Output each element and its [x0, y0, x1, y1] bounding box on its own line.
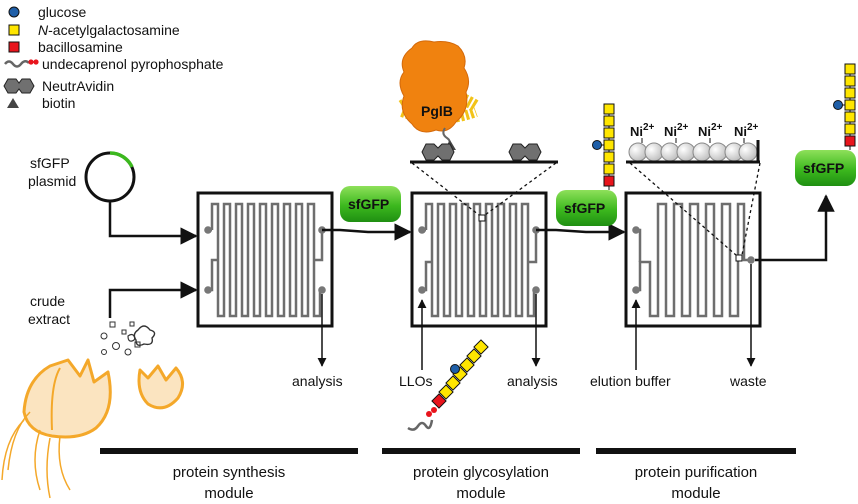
e-coli-cell-illustration	[1, 358, 184, 499]
synthesis-serpentine-channel	[210, 202, 322, 318]
purification-serpentine-channel	[636, 202, 750, 318]
sfgfp-product-2	[556, 190, 617, 226]
legend: glucose N-acetylgalactosamine bacillosam…	[3, 4, 224, 111]
zoom-line-right	[484, 162, 557, 216]
glycosylation-port-outlet-2	[532, 286, 540, 294]
ni-ion-label-1: Ni2+	[630, 122, 655, 139]
synthesis-port-outlet-2	[318, 286, 326, 294]
glycosylation-port-inlet-1	[418, 226, 426, 234]
ni-ion-label-3: Ni2+	[698, 122, 723, 139]
waste-label: waste	[729, 373, 767, 389]
pglb-label: PglB	[421, 103, 453, 119]
glycosylation-module-label-1: protein glycosylation	[413, 464, 549, 481]
plasmid-label-line1: sfGFP	[30, 155, 70, 171]
lipid-membrane	[398, 88, 480, 112]
sfgfp-product-3-label: sfGFP	[803, 160, 844, 176]
sfgfp-product-3	[795, 150, 856, 186]
glycosylation-zoom-marker	[478, 214, 486, 222]
glycan-chain-2	[833, 63, 856, 150]
pglb-protein	[399, 40, 470, 133]
zoom-line-right-2	[741, 162, 761, 256]
glycosylation-analysis-label: analysis	[507, 373, 558, 389]
purification-zoom-marker	[735, 254, 743, 262]
synthesis-analysis-label: analysis	[292, 373, 343, 389]
synthesis-to-glycosylation-arrow	[322, 223, 412, 241]
neutravidin-icon	[3, 78, 35, 94]
plasmid-label-line2: plasmid	[28, 173, 76, 189]
glycan-chain-1	[592, 103, 615, 190]
extract-label-line2: extract	[28, 311, 70, 327]
ni-nta-beads	[626, 138, 760, 164]
cell-debris	[100, 321, 156, 356]
purification-module-bar	[596, 448, 796, 454]
zoom-line-left	[411, 162, 480, 216]
legend-biotin-label: biotin	[42, 95, 75, 111]
neutravidin-icon-1	[421, 143, 455, 161]
glycosylation-to-purification-arrow	[536, 223, 626, 241]
purification-port-inlet-2	[632, 286, 640, 294]
purification-port-inlet-1	[632, 226, 640, 234]
plasmid: sfGFP plasmid	[28, 151, 136, 203]
legend-galnac-label: N-acetylgalactosamine	[38, 22, 180, 38]
plasmid-to-synthesis-arrow	[108, 201, 198, 245]
synthesis-module-bar	[100, 448, 358, 454]
biotin-triangle-icon	[7, 98, 19, 108]
plasmid-gene-arc	[109, 151, 134, 168]
legend-bacillosamine-label: bacillosamine	[38, 39, 123, 55]
purification-module-label-2: module	[671, 485, 720, 502]
synthesis-port-inlet-2	[204, 286, 212, 294]
sfgfp-product-1	[340, 186, 401, 222]
sfgfp-product-1-label: sfGFP	[348, 196, 389, 212]
lipid-icon	[4, 59, 39, 68]
bacillosamine-square-icon	[8, 41, 20, 53]
legend-neutravidin-label: NeutrAvidin	[42, 78, 114, 94]
glucose-icon	[8, 6, 20, 18]
extract-label-line1: crude	[30, 293, 65, 309]
ni-ion-label-2: Ni2+	[664, 122, 689, 139]
pglb-enzyme: PglB	[398, 40, 480, 150]
glycosylation-serpentine-channel	[424, 202, 536, 318]
ni-ion-label-4: Ni2+	[734, 122, 759, 139]
purification-output-arrow	[755, 194, 835, 262]
galnac-square-icon	[8, 24, 20, 36]
synthesis-port-inlet-1	[204, 226, 212, 234]
llo-glycan-illustration	[407, 339, 489, 431]
neutravidin-icon-2	[508, 143, 542, 161]
glycosylation-module-bar	[382, 448, 580, 454]
purification-module-label-1: protein purification	[635, 464, 758, 481]
elution-buffer-label: elution buffer	[590, 373, 671, 389]
legend-glucose-label: glucose	[38, 4, 86, 20]
synthesis-module-label-2: module	[204, 485, 253, 502]
glycosylation-port-inlet-2	[418, 286, 426, 294]
zoom-line-left-2	[629, 162, 737, 256]
legend-lipid-label: undecaprenol pyrophosphate	[42, 56, 224, 72]
synthesis-module-label-1: protein synthesis	[173, 464, 286, 481]
llos-label: LLOs	[399, 373, 432, 389]
glycosylation-module-label-2: module	[456, 485, 505, 502]
sfgfp-product-2-label: sfGFP	[564, 200, 605, 216]
extract-to-synthesis-arrow	[108, 281, 198, 318]
purification-port-outlet	[747, 256, 755, 264]
